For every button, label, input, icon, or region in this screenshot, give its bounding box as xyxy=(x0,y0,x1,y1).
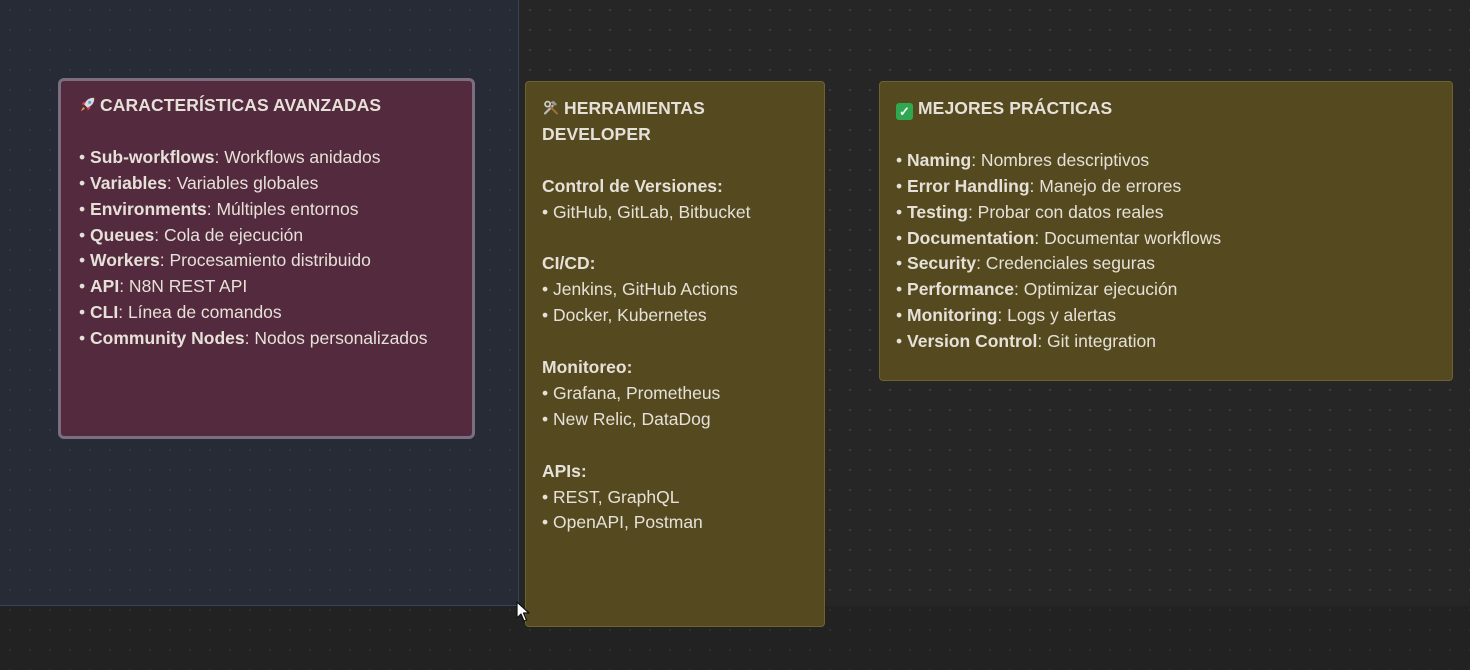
list-item: • Jenkins, GitHub Actions xyxy=(542,279,738,300)
list-item: • Monitoring: Logs y alertas xyxy=(896,303,1436,329)
list-item: • Grafana, Prometheus xyxy=(542,382,721,403)
list-item: • OpenAPI, Postman xyxy=(542,512,703,533)
list-item: • Performance: Optimizar ejecución xyxy=(896,277,1436,303)
list-item: • Community Nodes: Nodos personalizados xyxy=(79,326,454,352)
developer-tools-sections: Control de Versiones: • GitHub, GitLab, B… xyxy=(542,174,808,537)
item-key: Testing xyxy=(907,201,968,222)
item-key: Monitoring xyxy=(907,305,998,326)
bullet: • xyxy=(896,331,903,352)
item-key: Documentation xyxy=(907,227,1035,248)
note-title: HERRAMIENTAS DEVELOPER xyxy=(542,96,808,148)
section-heading: Control de Versiones: xyxy=(542,175,723,196)
hammer-wrench-icon xyxy=(542,96,560,122)
advanced-features-list: • Sub-workflows: Workflows anidados• Var… xyxy=(79,145,454,352)
list-item: • Version Control: Git integration xyxy=(896,329,1436,355)
section-heading: Monitoreo: xyxy=(542,357,633,378)
list-item: • Error Handling: Manejo de errores xyxy=(896,174,1436,200)
item-value: : Múltiples entornos xyxy=(206,198,359,219)
bullet: • xyxy=(79,328,86,349)
section-heading: APIs: xyxy=(542,460,587,481)
item-key: Version Control xyxy=(907,331,1038,352)
list-item: • Sub-workflows: Workflows anidados xyxy=(79,145,454,171)
item-value: : Logs y alertas xyxy=(997,305,1117,326)
list-item: • API: N8N REST API xyxy=(79,274,454,300)
bullet: • xyxy=(896,227,903,248)
item-key: Sub-workflows xyxy=(90,146,215,167)
item-value: : Variables globales xyxy=(166,172,319,193)
item-value: : Nombres descriptivos xyxy=(971,149,1150,170)
item-key: API xyxy=(90,276,120,297)
item-key: Security xyxy=(907,253,977,274)
bullet: • xyxy=(79,302,86,323)
item-key: Environments xyxy=(90,198,207,219)
rocket-icon xyxy=(79,93,96,119)
item-key: Queues xyxy=(90,224,155,245)
note-title: ✓ MEJORES PRÁCTICAS xyxy=(896,96,1436,122)
item-key: Error Handling xyxy=(907,175,1030,196)
bullet: • xyxy=(896,305,903,326)
sticky-note-advanced-features[interactable]: CARACTERÍSTICAS AVANZADAS • Sub-workflow… xyxy=(58,78,475,439)
item-value: : Probar con datos reales xyxy=(967,201,1164,222)
item-value: : Optimizar ejecución xyxy=(1014,279,1178,300)
item-key: Naming xyxy=(907,149,972,170)
item-key: Variables xyxy=(90,172,167,193)
item-key: Community Nodes xyxy=(90,328,245,349)
list-item: • Docker, Kubernetes xyxy=(542,305,707,326)
list-item: • Security: Credenciales seguras xyxy=(896,251,1436,277)
bullet: • xyxy=(79,224,86,245)
item-key: Workers xyxy=(90,250,160,271)
bullet: • xyxy=(896,279,903,300)
note-title-text: CARACTERÍSTICAS AVANZADAS xyxy=(100,95,382,115)
list-item: • GitHub, GitLab, Bitbucket xyxy=(542,201,751,222)
sticky-note-best-practices[interactable]: ✓ MEJORES PRÁCTICAS • Naming: Nombres des… xyxy=(879,81,1453,381)
note-title-text: MEJORES PRÁCTICAS xyxy=(918,98,1113,118)
bullet: • xyxy=(896,253,903,274)
list-item: • REST, GraphQL xyxy=(542,486,680,507)
item-value: : Workflows anidados xyxy=(214,146,381,167)
mouse-cursor-icon xyxy=(516,601,530,622)
list-item: • New Relic, DataDog xyxy=(542,408,711,429)
bullet: • xyxy=(79,172,86,193)
list-item: • Variables: Variables globales xyxy=(79,171,454,197)
note-title: CARACTERÍSTICAS AVANZADAS xyxy=(79,93,454,119)
best-practices-list: • Naming: Nombres descriptivos• Error Ha… xyxy=(896,148,1436,355)
list-item: • Workers: Procesamiento distribuido xyxy=(79,248,454,274)
bullet: • xyxy=(79,250,86,271)
item-value: : Manejo de errores xyxy=(1029,175,1182,196)
item-value: : Línea de comandos xyxy=(118,302,282,323)
check-mark-icon: ✓ xyxy=(896,103,913,120)
bullet: • xyxy=(79,146,86,167)
item-value: : Cola de ejecución xyxy=(154,224,304,245)
item-value: : Git integration xyxy=(1037,331,1156,352)
item-key: CLI xyxy=(90,302,119,323)
bullet: • xyxy=(79,198,86,219)
list-item: • Naming: Nombres descriptivos xyxy=(896,148,1436,174)
bullet: • xyxy=(79,276,86,297)
list-item: • CLI: Línea de comandos xyxy=(79,300,454,326)
item-value: : Nodos personalizados xyxy=(244,328,428,349)
note-title-line1: HERRAMIENTAS xyxy=(564,98,705,118)
item-key: Performance xyxy=(907,279,1015,300)
bullet: • xyxy=(896,149,903,170)
list-item: • Environments: Múltiples entornos xyxy=(79,197,454,223)
bullet: • xyxy=(896,201,903,222)
item-value: : N8N REST API xyxy=(119,276,248,297)
sticky-note-developer-tools[interactable]: HERRAMIENTAS DEVELOPER Control de Versio… xyxy=(525,81,825,627)
bullet: • xyxy=(896,175,903,196)
note-title-line2: DEVELOPER xyxy=(542,123,651,144)
item-value: : Procesamiento distribuido xyxy=(159,250,371,271)
list-item: • Documentation: Documentar workflows xyxy=(896,226,1436,252)
item-value: : Documentar workflows xyxy=(1034,227,1222,248)
list-item: • Testing: Probar con datos reales xyxy=(896,200,1436,226)
item-value: : Credenciales seguras xyxy=(976,253,1156,274)
list-item: • Queues: Cola de ejecución xyxy=(79,223,454,249)
section-heading: CI/CD: xyxy=(542,253,596,274)
